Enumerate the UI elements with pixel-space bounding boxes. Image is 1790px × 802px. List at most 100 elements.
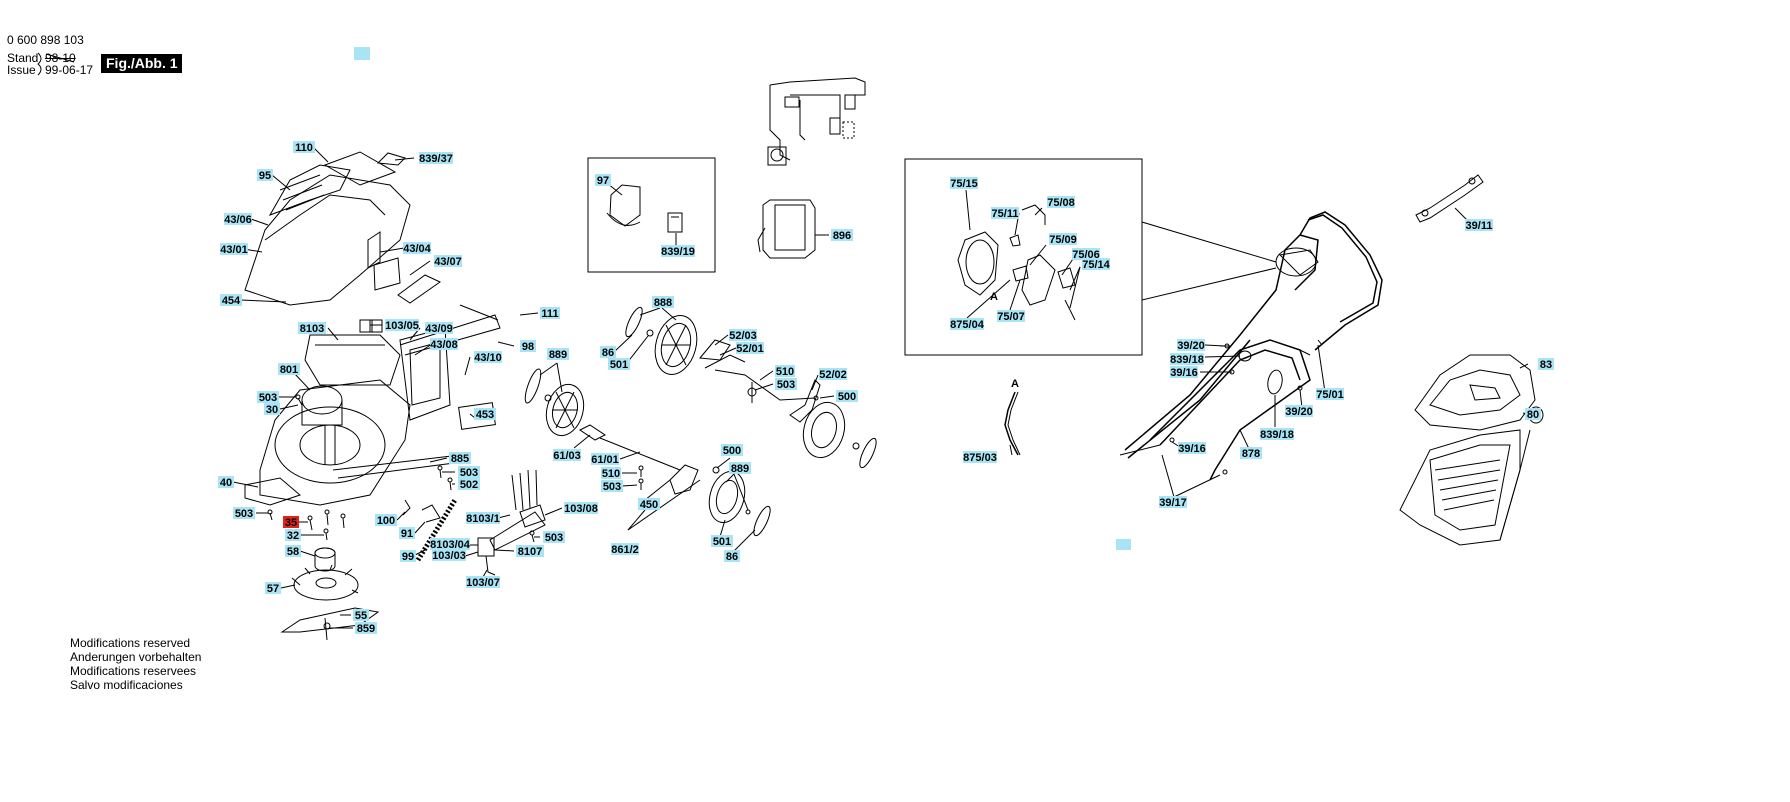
part-label: 55 xyxy=(353,609,369,622)
part-label: 8107 xyxy=(516,545,544,558)
part-label-bg xyxy=(293,141,315,153)
part-number: 8103/1 xyxy=(466,513,500,525)
part-number: 99 xyxy=(402,551,414,563)
part-label: 39/16 xyxy=(1170,366,1198,379)
part-label-bg xyxy=(466,576,500,588)
part-label: 502 xyxy=(458,478,480,491)
part-label: 889 xyxy=(547,348,569,361)
part-label: 503 xyxy=(458,466,480,479)
fasteners-left xyxy=(267,394,453,541)
part-label-bg xyxy=(601,467,621,479)
part-label: 510 xyxy=(775,365,795,378)
part-label-bg xyxy=(233,507,255,519)
part-label-bg xyxy=(1170,366,1198,378)
part-label-bg xyxy=(474,408,496,420)
part-label: 501 xyxy=(608,358,630,371)
part-label-bg xyxy=(1260,428,1294,440)
part-label: 39/20 xyxy=(1285,405,1313,418)
issue-label: Issue xyxy=(7,63,36,77)
part-label: 503 xyxy=(233,507,255,520)
footer-line: Modifications reservees xyxy=(70,664,197,678)
part-number: 453 xyxy=(476,409,494,421)
part-label-bg xyxy=(729,329,757,341)
switch-housing-detail: A xyxy=(957,204,1076,321)
part-number: 35 xyxy=(285,517,297,529)
part-number: 39/16 xyxy=(1170,367,1198,379)
part-label-bg xyxy=(775,378,797,390)
part-label: 35 xyxy=(283,516,299,529)
part-number: 454 xyxy=(222,295,241,307)
part-label-bg xyxy=(220,243,248,255)
wheel-assemblies xyxy=(524,306,877,537)
part-label-bg xyxy=(516,545,544,557)
part-label-bg xyxy=(652,296,674,308)
part-label-bg xyxy=(564,502,598,514)
part-label-bg xyxy=(1159,496,1187,508)
part-number: 52/03 xyxy=(729,330,757,342)
part-number: 43/01 xyxy=(220,244,248,256)
part-label-bg xyxy=(553,449,581,461)
detail-box-switch-housing xyxy=(904,158,1143,356)
part-number: 103/05 xyxy=(385,320,419,332)
part-label-bg xyxy=(721,444,743,456)
part-label-bg xyxy=(458,478,480,490)
part-label: 75/09 xyxy=(1049,233,1077,246)
part-label-bg xyxy=(1465,219,1493,231)
part-number: 875/04 xyxy=(950,319,985,331)
part-label-bg xyxy=(285,545,301,557)
part-number: 111 xyxy=(541,308,558,320)
part-label-bg xyxy=(661,245,695,257)
part-number: 98 xyxy=(522,341,534,353)
part-label: 885 xyxy=(449,452,471,465)
part-number: 75/14 xyxy=(1082,259,1110,271)
part-number: 8103/04 xyxy=(430,539,471,551)
part-label: 99 xyxy=(400,550,416,563)
part-number: 39/11 xyxy=(1466,220,1493,232)
part-number: 839/19 xyxy=(661,246,695,258)
part-label-bg xyxy=(355,622,377,634)
part-label: 52/01 xyxy=(736,342,764,355)
part-label: 8103/04 xyxy=(430,538,471,551)
detail-box-handle-parts xyxy=(587,157,716,273)
part-label-bg xyxy=(353,609,369,621)
part-number: 57 xyxy=(267,583,279,595)
part-label-bg xyxy=(474,351,502,363)
header-decorations: Fig./Abb. 1 xyxy=(37,47,1131,550)
part-label: 39/20 xyxy=(1177,339,1205,352)
part-label-bg xyxy=(831,229,853,241)
part-label-bg xyxy=(466,512,500,524)
part-number: 39/17 xyxy=(1159,497,1187,509)
part-label: 111 xyxy=(540,307,560,320)
part-label: 875/03 xyxy=(963,451,997,464)
part-number: 43/07 xyxy=(434,256,462,268)
part-label: 839/18 xyxy=(1170,353,1204,366)
part-label: 100 xyxy=(375,514,397,527)
figure-title-box xyxy=(101,54,182,73)
part-label-bg xyxy=(547,348,569,360)
part-label-bg xyxy=(591,453,619,465)
callout-letter-a: A xyxy=(990,291,998,303)
part-label-bg xyxy=(836,390,858,402)
part-label-bg xyxy=(601,480,623,492)
blank-marker xyxy=(354,47,370,60)
part-number: 500 xyxy=(838,391,856,403)
part-label-bg xyxy=(257,391,279,403)
part-label: 43/04 xyxy=(403,242,432,255)
part-label-bg xyxy=(1316,388,1344,400)
part-label-bg xyxy=(950,177,978,189)
part-label-bg xyxy=(611,543,639,555)
part-label: 75/07 xyxy=(997,310,1025,323)
part-number: 885 xyxy=(451,453,469,465)
part-number: 97 xyxy=(597,175,609,187)
part-number: 501 xyxy=(713,536,731,548)
part-label: 61/03 xyxy=(553,449,581,462)
spring-and-plugs xyxy=(402,469,546,576)
part-number: 58 xyxy=(287,546,299,558)
cable-detail: A xyxy=(1004,378,1021,456)
issue-date: 99-06-17 xyxy=(45,63,94,77)
part-number: 61/01 xyxy=(591,454,619,466)
part-number: 503 xyxy=(235,508,253,520)
handle-assembly xyxy=(1119,174,1484,481)
part-number: 39/20 xyxy=(1177,340,1205,352)
